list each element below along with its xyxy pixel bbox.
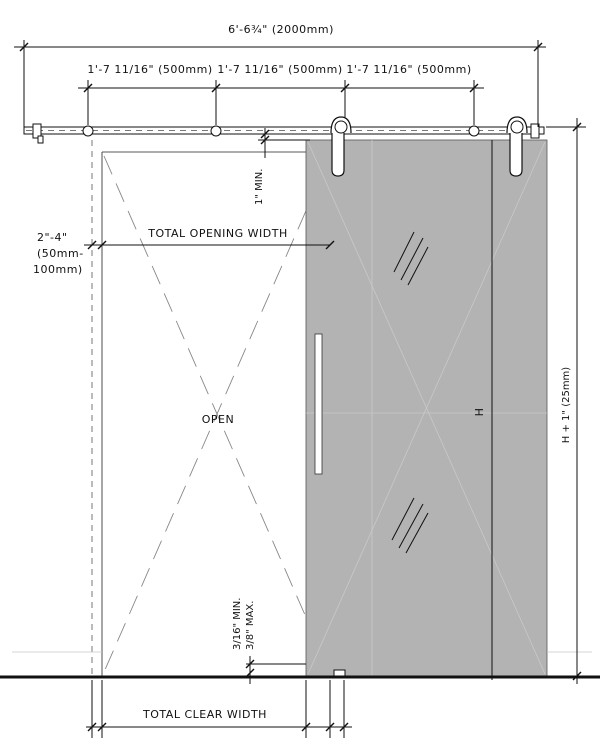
roller-hanger-1 [330, 116, 352, 177]
side-gap-label-2: (50mm- [37, 247, 84, 260]
track-end-cap-left [32, 123, 44, 144]
side-gap-label-3: 100mm) [33, 263, 83, 276]
overall-width-dimension [14, 40, 546, 127]
min-gap-dimension [258, 128, 312, 158]
total-opening-width-label: TOTAL OPENING WIDTH [147, 227, 287, 240]
track-end-cap-right [530, 123, 540, 139]
bracket-spacing-dimension [78, 80, 484, 125]
glass-x-2 [307, 141, 546, 675]
track-height-label: H + 1" (25mm) [561, 367, 572, 444]
overall-width-label: 6'-6¾" (2000mm) [228, 23, 334, 36]
open-x-line-2 [103, 155, 331, 673]
open-label: OPEN [202, 413, 234, 426]
segment-3-label: 1'-7 11/16" (500mm) [346, 63, 471, 76]
glass-reflection-bottom [391, 497, 429, 554]
floor-gap-dimension [245, 656, 306, 684]
door-height-label: H [473, 408, 486, 417]
track-height-dimension [546, 118, 586, 684]
door-handle [314, 333, 323, 475]
glass-reflection-top [393, 231, 429, 286]
total-clear-width-dimension [86, 680, 352, 738]
track-bracket-1 [82, 125, 94, 137]
total-clear-width-label: TOTAL CLEAR WIDTH [142, 708, 267, 721]
segment-1-label: 1'-7 11/16" (500mm) [87, 63, 212, 76]
side-gap-label-1: 2"-4" [37, 231, 68, 244]
opening-frame [101, 151, 306, 676]
roller-hanger-2 [506, 116, 528, 177]
segment-2-label: 1'-7 11/16" (500mm) [217, 63, 342, 76]
side-gap-dimension [84, 240, 335, 250]
track-bracket-2 [210, 125, 222, 137]
min-gap-label: 1" MIN. [254, 169, 265, 205]
track-bracket-3 [468, 125, 480, 137]
floor-gap-min-label: 3/16" MIN. [232, 598, 243, 650]
floor-gap-max-label: 3/8" MAX. [245, 601, 256, 650]
